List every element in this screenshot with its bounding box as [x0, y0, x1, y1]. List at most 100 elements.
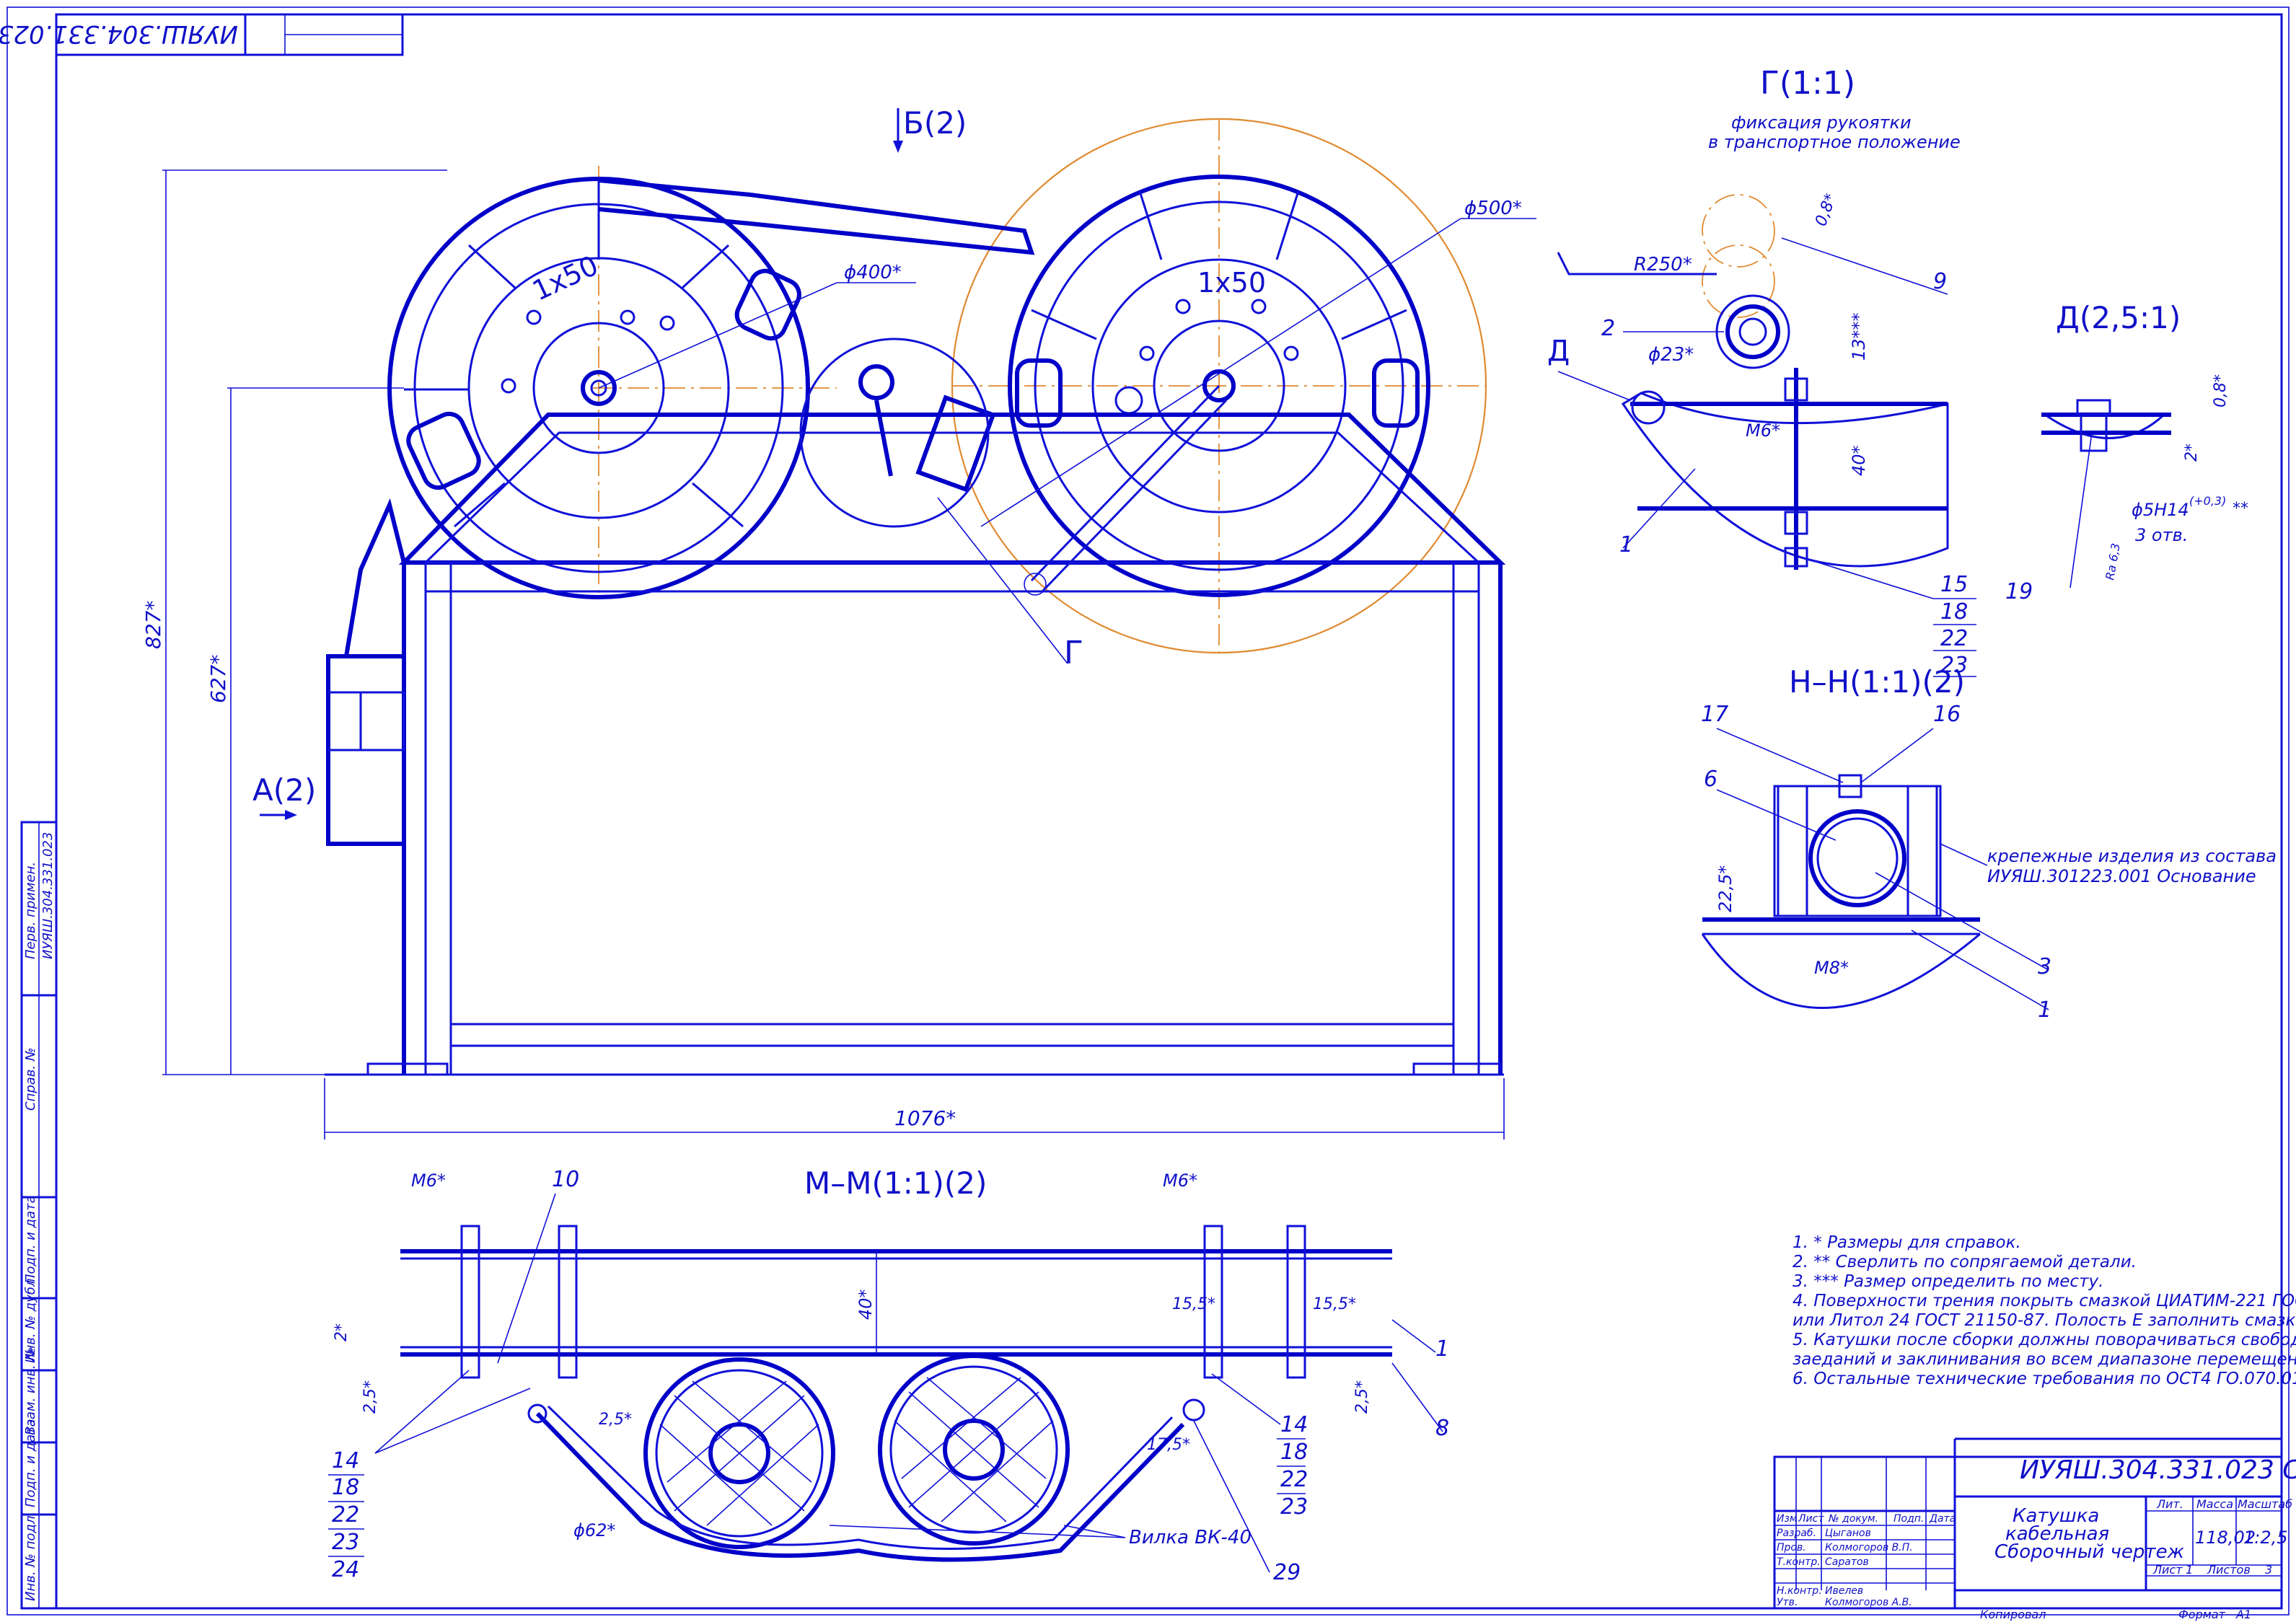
dim-width-total: 1076*: [894, 1106, 956, 1130]
roughness: Ra 6,3: [2103, 542, 2123, 581]
dim-phi5h14-suffix: **: [2233, 500, 2248, 518]
dim-height-total: 827*: [141, 601, 165, 649]
dim-phi5h14: ϕ5H14: [2132, 500, 2189, 520]
handle: [858, 364, 1228, 596]
mm-dim-25b: 2,5*: [1353, 1380, 1371, 1414]
dim-height-frame: 627*: [206, 655, 230, 703]
balloon-mm-14b: 14: [1280, 1412, 1308, 1437]
balloon-g-9: 9: [1933, 269, 1947, 294]
stamp-first-use-code: ИУЯШ.304.331.023: [40, 832, 56, 959]
top-stamp: ИУЯШ.304.331.023 СБ: [0, 13, 404, 56]
stamp-sign-date-1: Подп. и дата: [23, 1195, 38, 1284]
balloon-mm-24: 24: [332, 1557, 359, 1582]
title-code: ИУЯШ.304.331.023 СБ: [2020, 1455, 2296, 1485]
scale-label: Масштаб: [2238, 1497, 2292, 1511]
fork-label: Вилка ВК-40: [1129, 1527, 1252, 1548]
balloon-mm-1: 1: [1435, 1336, 1449, 1362]
main-view: Б(2) 1х50: [141, 105, 1536, 1140]
motor: [326, 498, 406, 846]
role-4: Н.контр.: [1777, 1585, 1822, 1597]
person-2: Колмогоров В.П.: [1825, 1542, 1913, 1553]
balloon-nn-1: 1: [2038, 997, 2051, 1023]
stamp-orig-inv: Инв. № подл.: [23, 1512, 38, 1601]
note-4b: или Литол 24 ГОСТ 21150-87. Полость Е за…: [1793, 1311, 2296, 1330]
view-mm-title: М–М(1:1)(2): [804, 1165, 987, 1201]
mm-dim-25a: 2,5*: [361, 1380, 379, 1414]
stamp-code: ИУЯШ.304.331.023 СБ: [0, 19, 238, 48]
dim-40: 40*: [1849, 445, 1869, 476]
dim-08b: 0,8*: [2212, 374, 2230, 407]
balloon-mm-23b: 23: [1280, 1494, 1308, 1520]
outer-border: [6, 6, 2290, 1616]
note-3: 3. *** Размер определить по месту.: [1793, 1272, 2103, 1291]
view-a-label: А(2): [252, 772, 316, 808]
format-value: А1: [2235, 1608, 2251, 1621]
mm-dim-2: 2*: [333, 1323, 351, 1341]
stamp-replace-inv: Взам. инв. №: [23, 1347, 38, 1435]
balloon-mm-18a: 18: [332, 1475, 359, 1500]
technical-notes: 1. * Размеры для справок. 2. ** Сверлить…: [1793, 1233, 2296, 1388]
copied-label: Копировал: [1980, 1608, 2046, 1621]
th-sign: Подп.: [1893, 1513, 1924, 1525]
inner-border: [55, 13, 2283, 1610]
dim-m8: M8*: [1814, 958, 1849, 978]
balloon-g-2: 2: [1601, 316, 1615, 341]
mm-dim-m6a: M6*: [411, 1171, 446, 1191]
dim-phi400: ϕ400*: [844, 262, 902, 283]
dim-m6: M6*: [1746, 420, 1780, 441]
title-name-2: кабельная: [2005, 1523, 2109, 1545]
title-block: ИУЯШ.304.331.023 СБ Катушка кабельная Сб…: [1773, 1437, 2296, 1621]
three-holes: 3 отв.: [2135, 525, 2188, 545]
left-stamp: Перв. примен. ИУЯШ.304.331.023 Справ. № …: [20, 821, 58, 1610]
scale-value: 1:2,5: [2243, 1528, 2288, 1548]
balloon-mm-8: 8: [1435, 1416, 1449, 1441]
th-doc: № докум.: [1828, 1513, 1878, 1525]
view-g-title: Г(1:1): [1760, 65, 1855, 102]
dim-2: 2*: [2183, 444, 2201, 462]
view-d-title: Д(2,5:1): [2056, 300, 2181, 335]
balloon-mm-22a: 22: [332, 1502, 359, 1528]
mm-dim-m6b: M6*: [1163, 1171, 1197, 1191]
stamp-dup-inv: Инв. № дубл.: [23, 1274, 38, 1363]
sheets-label: Листов: [2207, 1563, 2251, 1577]
format-label: Формат: [2178, 1608, 2226, 1621]
nn-note-2: ИУЯШ.301223.001 Основание: [1987, 866, 2256, 886]
drum-right-label: 1х50: [1197, 267, 1266, 299]
balloon-mm-14a: 14: [332, 1448, 359, 1473]
balloon-mm-18b: 18: [1280, 1440, 1308, 1465]
dim-phi5h14-tol: (+0,3): [2189, 494, 2226, 508]
balloon-g-18: 18: [1940, 599, 1968, 625]
mm-dim-155a: 15,5*: [1172, 1295, 1215, 1313]
dim-phi23: ϕ23*: [1648, 344, 1694, 366]
detail-circle-g: [799, 338, 990, 528]
note-6: 6. Остальные технические требования по О…: [1793, 1370, 2296, 1388]
th-date: Дата: [1929, 1513, 1956, 1525]
person-3: Саратов: [1825, 1556, 1869, 1568]
balloon-g-23: 23: [1940, 653, 1968, 678]
callout-g: Г: [1064, 635, 1083, 671]
dim-13: 13***: [1849, 312, 1869, 361]
stamp-sign-date-2: Подп. и дата: [23, 1419, 38, 1507]
role-3: Т.контр.: [1777, 1556, 1821, 1568]
note-1: 1. * Размеры для справок.: [1793, 1233, 2021, 1252]
balloon-d-19: 19: [2005, 579, 2033, 604]
th-list: Лист: [1798, 1513, 1824, 1525]
sheet-no: 1: [2186, 1563, 2193, 1577]
role-1: Разраб.: [1777, 1528, 1816, 1539]
drum-left-label: 1х50: [527, 250, 603, 307]
sheet-label: Лист: [2152, 1563, 2183, 1577]
balloon-nn-17: 17: [1701, 702, 1728, 727]
view-nn-title: Н–Н(1:1)(2): [1789, 664, 1965, 700]
balloon-nn-3: 3: [2038, 954, 2051, 979]
lit-label: Лит.: [2156, 1497, 2183, 1511]
person-4: Ивелев: [1825, 1585, 1863, 1597]
balloon-nn-6: 6: [1704, 767, 1717, 792]
balloon-mm-22b: 22: [1280, 1467, 1308, 1492]
dim-phi500: ϕ500*: [1464, 198, 1522, 219]
balloon-mm-29: 29: [1273, 1560, 1301, 1585]
mm-dim-40: 40*: [855, 1289, 876, 1320]
title-name-3: Сборочный чертеж: [1994, 1541, 2185, 1563]
balloon-mm-23a: 23: [332, 1530, 359, 1555]
stamp-ref-no: Справ. №: [23, 1047, 38, 1111]
dim-r250: R250*: [1634, 254, 1692, 276]
